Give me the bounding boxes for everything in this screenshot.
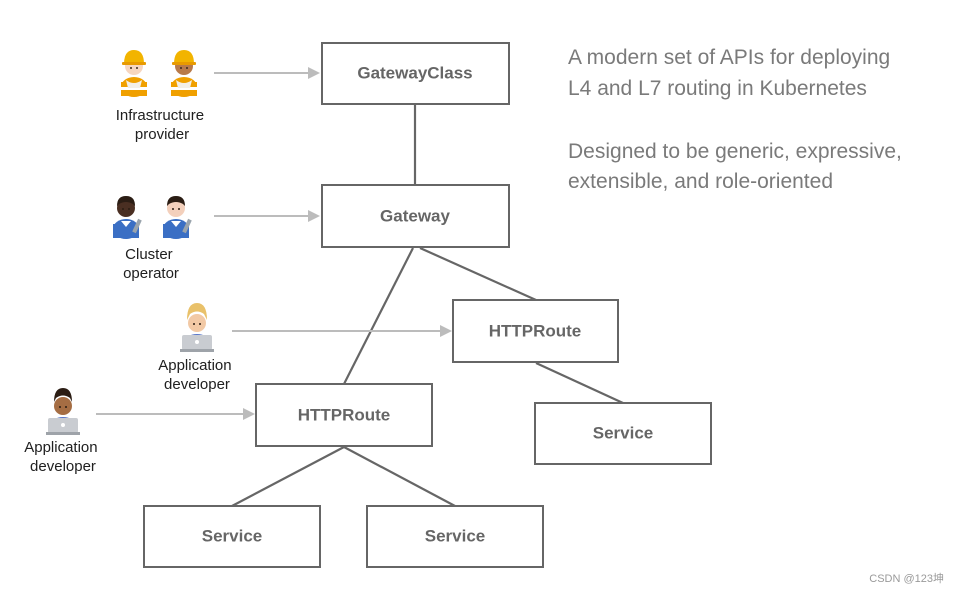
arrow-cluster-to-gateway [214,210,320,222]
mechanic-icon [113,196,142,239]
construction-worker-icon [121,50,147,97]
service-bottom-left-box: Service [143,505,321,568]
description-line: A modern set of APIs for deploying [568,46,890,69]
service-right-label: Service [593,424,654,443]
arrow-infrastructure-to-gatewayclass [214,67,320,79]
gateway-box: Gateway [321,184,510,248]
description-line: Designed to be generic, expressive, [568,140,902,163]
description-line: L4 and L7 routing in Kubernetes [568,77,867,100]
arrow-appdev2-to-httproute-left [96,408,255,420]
edge-httproute-left-service-left [231,446,345,507]
application-developer-label: Application developer [158,357,236,393]
technologist-hair [187,303,207,320]
technologist-icon [46,397,80,435]
edge-gateway-httproute-left [343,247,414,385]
technologist-icon [180,314,214,352]
service-bottom-right-label: Service [425,527,486,546]
gatewayclass-label: GatewayClass [357,64,472,83]
application-developer-label: Application developer [24,439,102,475]
gateway-label: Gateway [380,207,450,226]
arrow-appdev1-to-httproute-right [232,325,452,337]
httproute-left-label: HTTPRoute [298,406,391,425]
watermark: CSDN @123坤 [869,571,944,585]
httproute-right-box: HTTPRoute [452,299,619,363]
cluster-operator-label: Cluster operator [123,246,179,282]
service-bottom-right-box: Service [366,505,544,568]
gatewayclass-box: GatewayClass [321,42,510,105]
mechanic-icon [163,196,192,239]
httproute-right-label: HTTPRoute [489,322,582,341]
construction-worker-icon [171,50,197,97]
infrastructure-provider-label: Infrastructure provider [116,107,209,143]
technologist-hair [54,388,72,402]
edge-gateway-httproute-right [419,246,537,302]
service-bottom-left-label: Service [202,527,263,546]
httproute-left-box: HTTPRoute [255,383,433,447]
edge-httproute-right-service [535,362,624,404]
edge-httproute-left-service-right [343,446,456,507]
description-line: extensible, and role-oriented [568,170,833,193]
service-right-box: Service [534,402,712,465]
